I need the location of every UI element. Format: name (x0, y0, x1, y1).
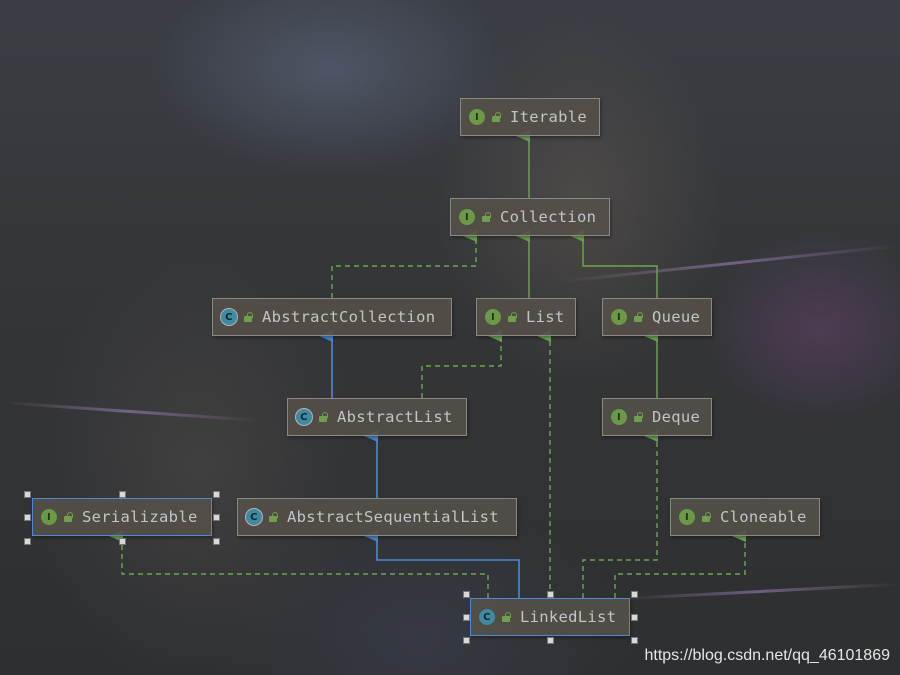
resize-handle[interactable] (463, 591, 470, 598)
resize-handle[interactable] (119, 538, 126, 545)
abstract-class-icon: C (296, 409, 312, 425)
node-serializable[interactable]: I Serializable (32, 498, 212, 536)
interface-icon: I (469, 109, 485, 125)
node-label: AbstractSequentialList (287, 508, 499, 526)
node-collection[interactable]: I Collection (450, 198, 610, 236)
interface-icon: I (485, 309, 501, 325)
public-lock-icon (507, 312, 516, 322)
resize-handle[interactable] (24, 514, 31, 521)
edge-linkedlist-serializable (109, 530, 489, 598)
resize-handle[interactable] (119, 491, 126, 498)
edge-linkedlist-deque (582, 430, 658, 598)
public-lock-icon (318, 412, 327, 422)
node-list[interactable]: I List (476, 298, 576, 336)
node-label: Iterable (510, 108, 588, 126)
resize-handle[interactable] (24, 538, 31, 545)
public-lock-icon (243, 312, 252, 322)
class-icon: C (479, 609, 495, 625)
node-label: Queue (652, 308, 701, 326)
interface-icon: I (459, 209, 475, 225)
node-label: Deque (652, 408, 701, 426)
edge-linkedlist-abstractsequentiallist (364, 530, 520, 598)
node-label: LinkedList (520, 608, 617, 626)
node-label: List (526, 308, 565, 326)
resize-handle[interactable] (547, 591, 554, 598)
node-abstract-collection[interactable]: C AbstractCollection (212, 298, 452, 336)
resize-handle[interactable] (463, 614, 470, 621)
node-label: AbstractList (337, 408, 453, 426)
abstract-class-icon: C (246, 509, 262, 525)
public-lock-icon (491, 112, 500, 122)
node-queue[interactable]: I Queue (602, 298, 712, 336)
edge-queue-collection (570, 230, 658, 298)
public-lock-icon (633, 312, 642, 322)
public-lock-icon (701, 512, 710, 522)
resize-handle[interactable] (547, 637, 554, 644)
interface-icon: I (611, 409, 627, 425)
resize-handle[interactable] (463, 637, 470, 644)
node-label: Cloneable (720, 508, 807, 526)
watermark-url: https://blog.csdn.net/qq_46101869 (644, 647, 890, 664)
public-lock-icon (501, 612, 510, 622)
resize-handle[interactable] (213, 538, 220, 545)
node-deque[interactable]: I Deque (602, 398, 712, 436)
node-label: Serializable (82, 508, 198, 526)
abstract-class-icon: C (221, 309, 237, 325)
resize-handle[interactable] (631, 591, 638, 598)
edge-abstractlist-list (421, 330, 502, 398)
node-abstract-sequential-list[interactable]: C AbstractSequentialList (237, 498, 517, 536)
resize-handle[interactable] (213, 491, 220, 498)
public-lock-icon (633, 412, 642, 422)
resize-handle[interactable] (24, 491, 31, 498)
public-lock-icon (268, 512, 277, 522)
interface-icon: I (679, 509, 695, 525)
node-label: Collection (500, 208, 597, 226)
node-abstract-list[interactable]: C AbstractList (287, 398, 467, 436)
public-lock-icon (481, 212, 490, 222)
public-lock-icon (63, 512, 72, 522)
node-linked-list[interactable]: C LinkedList (470, 598, 630, 636)
resize-handle[interactable] (631, 637, 638, 644)
node-iterable[interactable]: I Iterable (460, 98, 600, 136)
resize-handle[interactable] (213, 514, 220, 521)
interface-icon: I (611, 309, 627, 325)
interface-icon: I (41, 509, 57, 525)
node-label: AbstractCollection (262, 308, 436, 326)
edge-linkedlist-cloneable (614, 530, 746, 598)
resize-handle[interactable] (631, 614, 638, 621)
node-cloneable[interactable]: I Cloneable (670, 498, 820, 536)
edge-abstractcollection-collection (331, 230, 477, 298)
